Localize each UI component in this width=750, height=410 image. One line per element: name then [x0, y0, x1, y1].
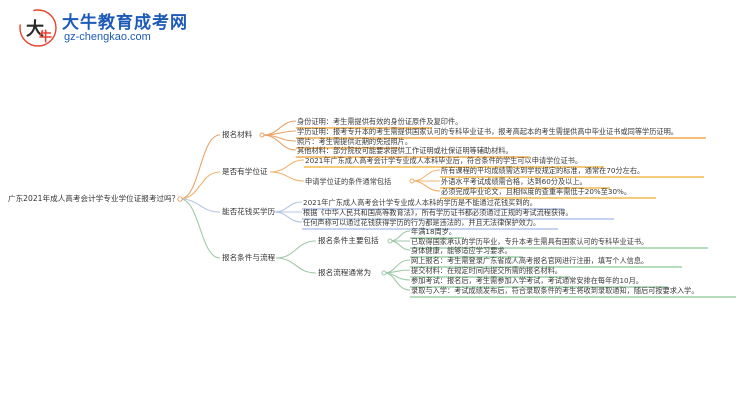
leaf-underline	[410, 286, 668, 288]
leaf-underline	[302, 228, 558, 230]
leaf-item: 录取与入学：考试成绩发布后，符合录取条件的考生将收到录取通知，随后可按要求入学。	[411, 286, 699, 295]
leaf-item: 2021年广东成人高考会计学专业成人本科的学历是不能通过花钱买到的。	[303, 198, 537, 207]
leaf-underline	[410, 276, 570, 278]
leaf-underline	[410, 296, 736, 298]
svg-text:牛: 牛	[39, 29, 52, 45]
branch-application-materials: 报名材料	[222, 130, 253, 139]
leaf-item: 2021年广东成人高考会计学专业成人本科毕业后，符合条件的学生可以申请学位证书。	[305, 156, 583, 165]
leaf-item: 身体健康，能够适应学习要求。	[411, 246, 512, 255]
leaf-item: 根据《中华人民共和国高等教育法》，所有学历证书都必须通过正规的考试流程获得。	[303, 208, 573, 217]
leaf-underline	[296, 127, 432, 129]
leaf-item: 参加考试：报名后，考生需参加入学考试，考试通常安排在每年的10月。	[411, 276, 643, 285]
leaf-item: 其他材料：部分院校可能要求提供工作证明或社保证明等辅助材料。	[297, 146, 513, 155]
leaf-item: 必须完成毕业论文，且相似度的查重率需低于20%至30%。	[441, 187, 632, 196]
svg-text:大: 大	[26, 18, 44, 40]
leaf-item: 外语水平考试成绩需合格，达到60分及以上。	[441, 177, 587, 186]
group-process: 报名流程通常为	[318, 268, 372, 277]
site-header: 大 牛 大牛教育成考网 gz-chengkao.com	[0, 0, 750, 56]
leaf-item: 任何声称可以通过花钱获得学历的行为都是违法的，并且无法律保护效力。	[303, 218, 541, 227]
leaf-item: 网上报名：考生需登录广东省成人高考报名官网进行注册，填写个人信息。	[411, 256, 649, 265]
leaf-underline	[410, 256, 522, 258]
leaf-underline	[410, 237, 464, 239]
leaf-item: 提交材料：在规定时间内提交所需的报名材料。	[411, 266, 562, 275]
leaf-underline	[296, 156, 530, 158]
bull-logo-icon: 大 牛	[19, 9, 57, 47]
leaf-underline	[410, 266, 682, 268]
leaf-item: 年满18周岁。	[411, 227, 457, 236]
group-conditions: 报名条件主要包括	[318, 236, 379, 245]
leaf-item: 身份证明：考生需提供有效的身份证原件及复印件。	[297, 117, 463, 126]
brand-url[interactable]: gz-chengkao.com	[64, 31, 151, 43]
leaf-item: 申请学位证的条件通常包括	[305, 177, 392, 186]
leaf-underline	[302, 208, 564, 210]
leaf-underline	[296, 137, 706, 139]
brand-title: 大牛教育成考网	[62, 13, 188, 33]
leaf-item: 照片：考生需提供近期的免冠照片。	[297, 137, 413, 146]
branch-conditions-process: 报名条件与流程	[222, 253, 276, 262]
leaf-underline	[296, 147, 400, 149]
leaf-underline	[440, 176, 704, 178]
leaf-underline	[440, 187, 610, 189]
leaf-item: 已取得国家承认的学历毕业，专升本考生需具有国家认可的专科毕业证书。	[411, 237, 649, 246]
leaf-underline	[440, 197, 656, 199]
leaf-item: 所有课程的平均成绩需达到学校规定的标准，通常在70分左右。	[441, 166, 645, 175]
branch-buy-diploma: 能否花钱买学历	[222, 207, 276, 216]
mindmap-root: 广东2021年成人高考会计学专业学位证报考过吗？	[8, 194, 180, 203]
leaf-item: 学历证明：报考专升本的考生需提供国家认可的专科毕业证书，报考高起本的考生需提供高…	[297, 127, 678, 136]
leaf-underline	[410, 247, 708, 249]
leaf-underline	[302, 218, 614, 220]
branch-degree-certificate: 是否有学位证	[222, 167, 268, 176]
leaf-underline	[304, 166, 604, 168]
